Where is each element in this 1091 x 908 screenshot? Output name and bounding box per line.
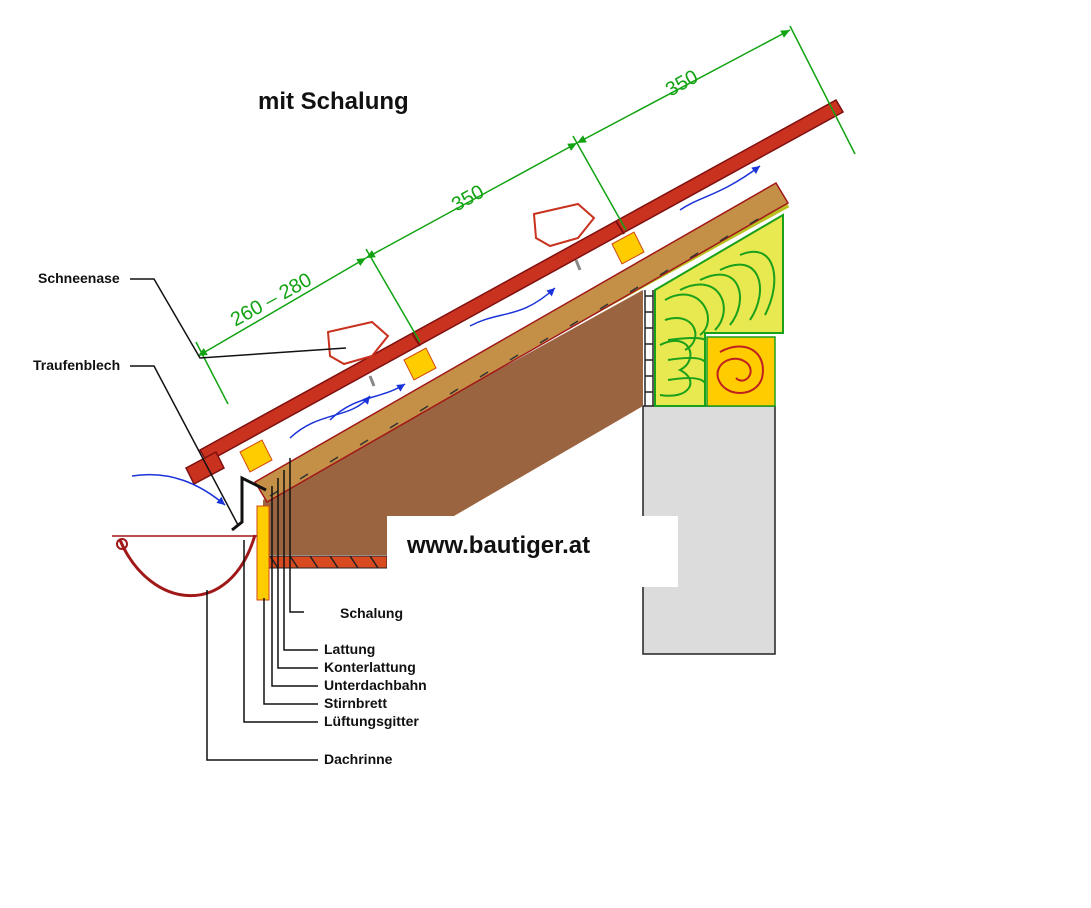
label-lueftungsgitter: Lüftungsgitter: [324, 713, 419, 729]
label-konterlattung: Konterlattung: [324, 659, 416, 675]
label-traufenblech: Traufenblech: [33, 357, 121, 373]
sheathing-board: [253, 181, 790, 504]
battens: [239, 231, 645, 473]
label-schneenase: Schneenase: [38, 270, 120, 286]
gutter: [112, 534, 257, 598]
leader-lines: [130, 278, 347, 761]
rafter: [263, 290, 643, 555]
airflow-arrows: [131, 165, 761, 506]
dimension-lines: [195, 25, 856, 405]
insulation: [654, 213, 784, 407]
eave-flashing: [231, 475, 267, 532]
label-lattung: Lattung: [324, 641, 376, 657]
label-dachrinne: Dachrinne: [324, 751, 393, 767]
soffit: [262, 555, 388, 569]
label-schalung: Schalung: [340, 605, 404, 621]
roof-tiles: [185, 98, 845, 486]
diagram-title: mit Schalung: [258, 88, 409, 115]
wall-hatch: [644, 290, 654, 406]
website-box: www.bautiger.at: [387, 516, 678, 587]
fascia-board: [256, 505, 270, 601]
wall-plate: [706, 336, 776, 407]
label-stirnbrett: Stirnbrett: [324, 695, 387, 711]
label-unterdachbahn: Unterdachbahn: [324, 677, 427, 693]
website-link[interactable]: www.bautiger.at: [407, 532, 591, 559]
